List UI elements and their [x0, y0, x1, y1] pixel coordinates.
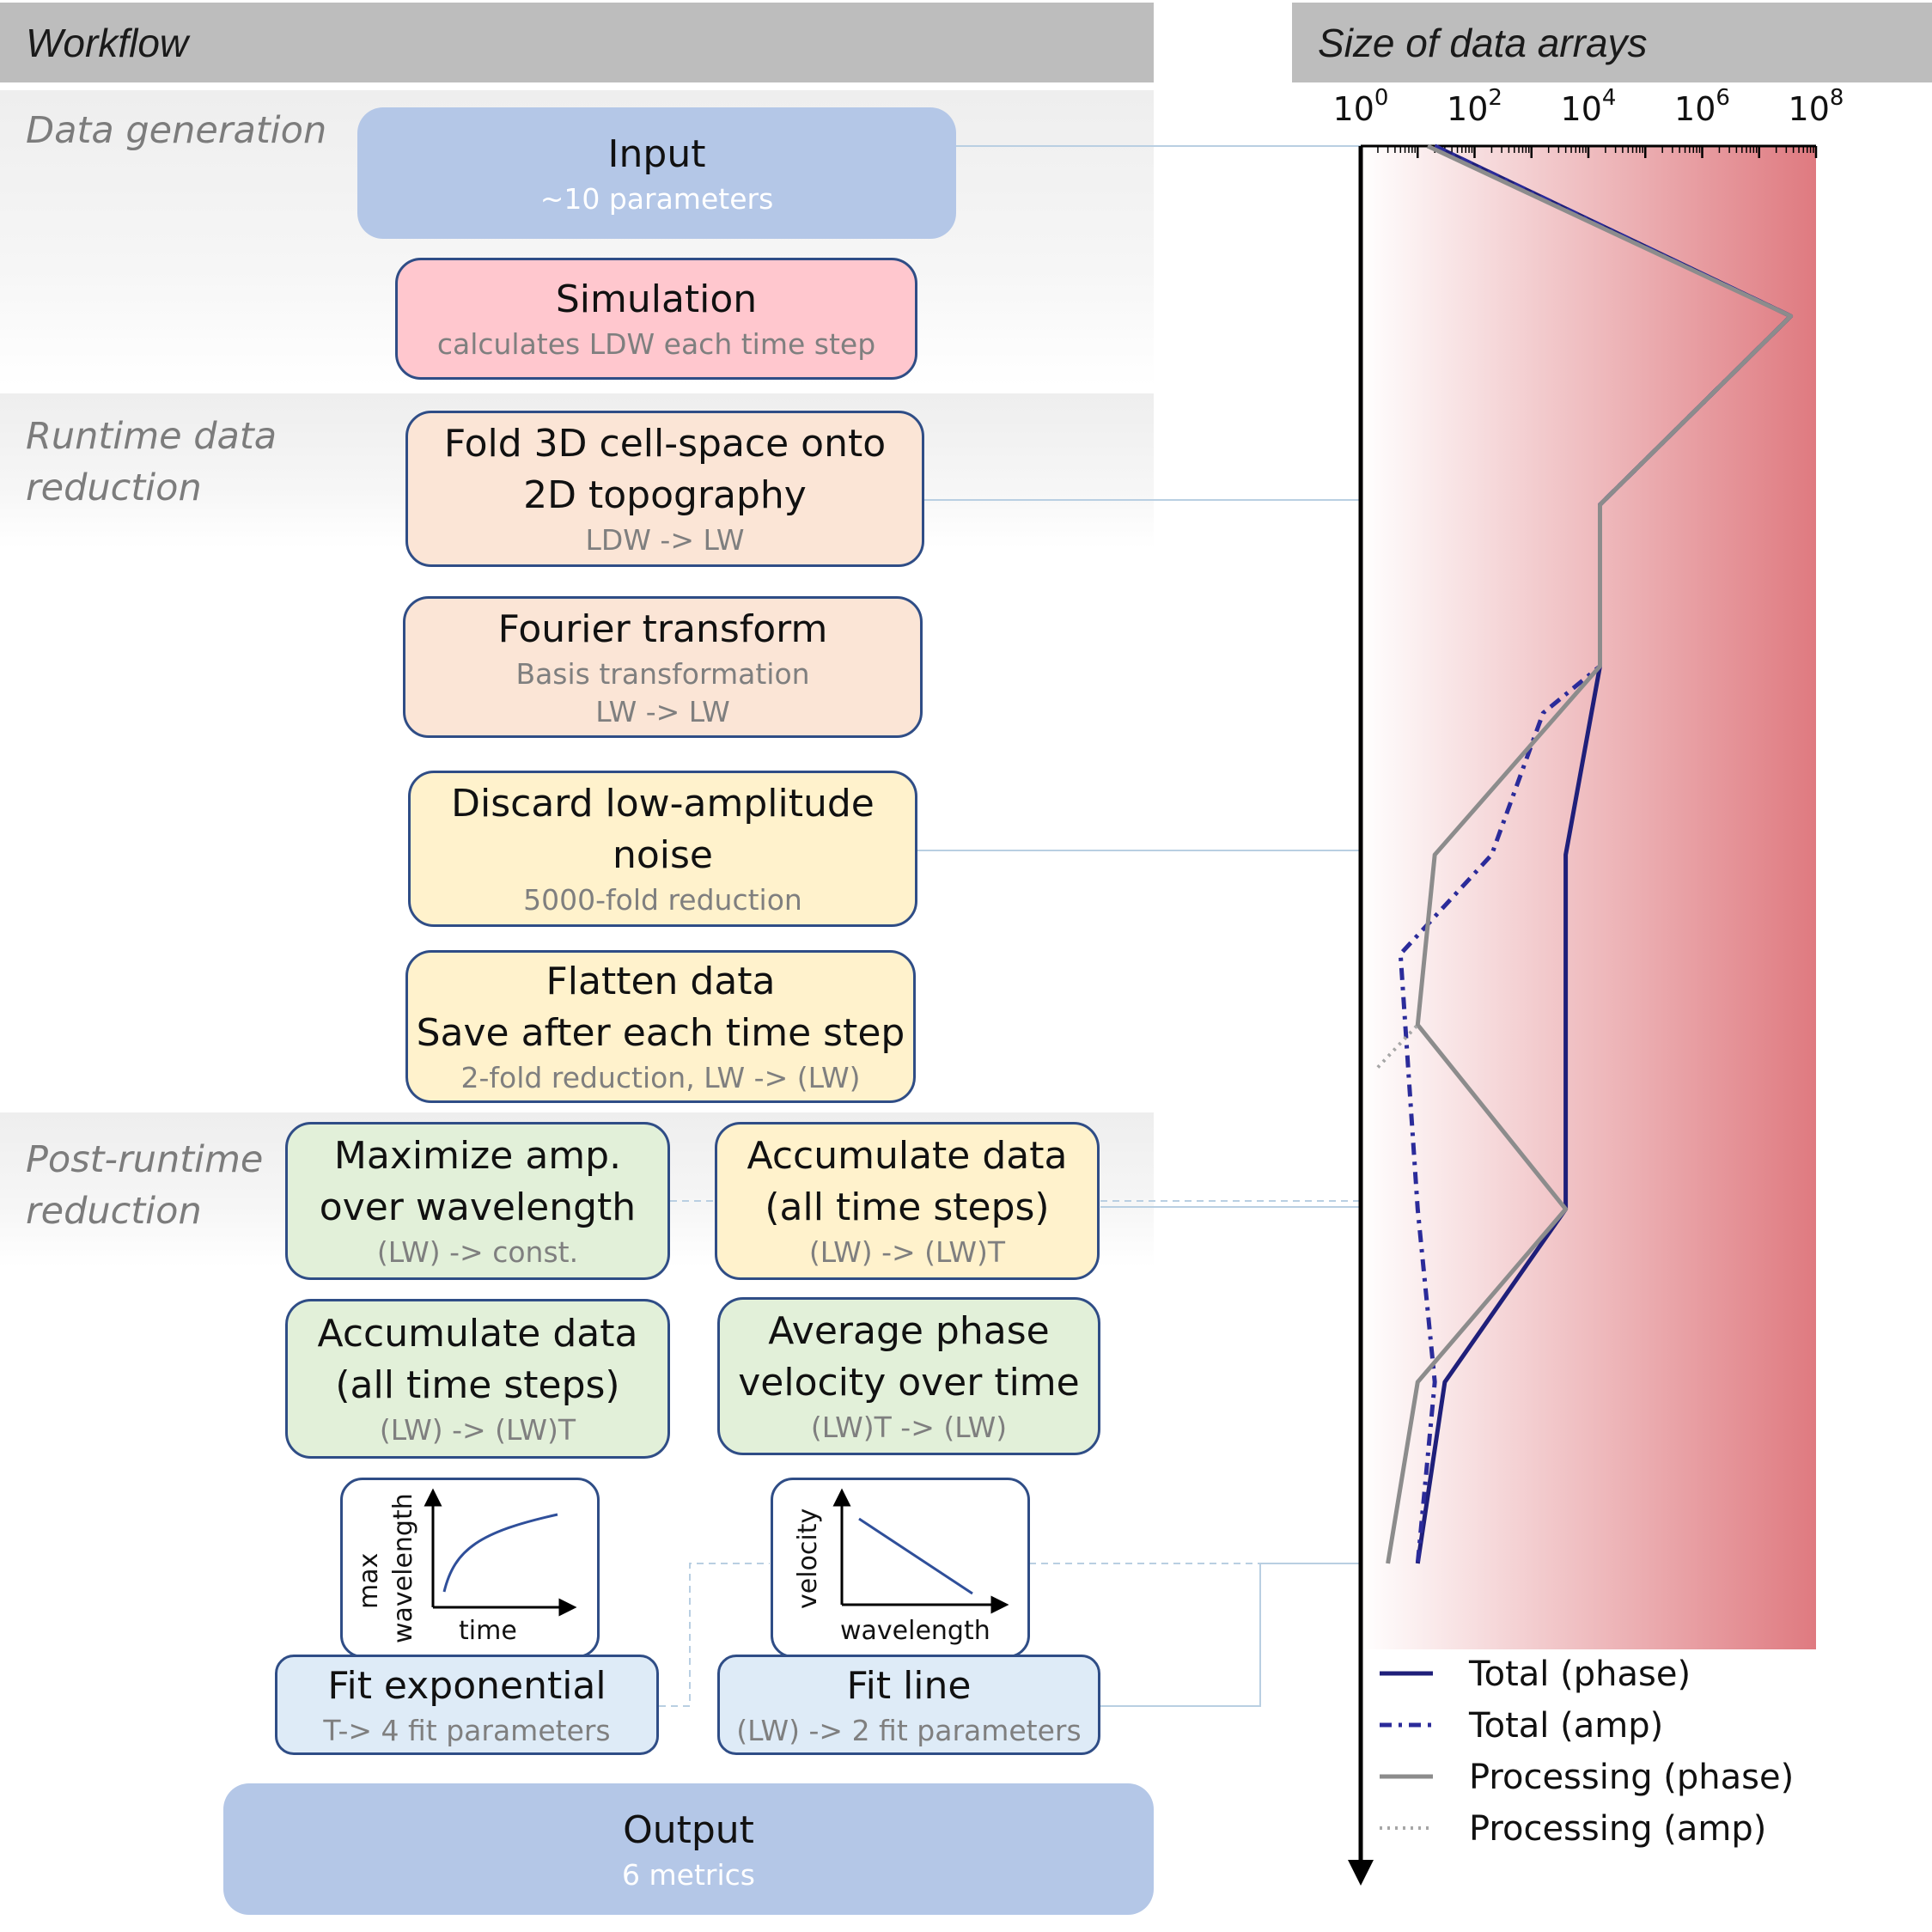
- discard-sub: 5000-fold reduction: [523, 883, 802, 917]
- series-line-3: [1376, 1023, 1419, 1069]
- chart-legend: Total (phase) Total (amp) Processing (phas…: [1380, 1655, 1794, 1849]
- legend-label-2: Processing (phase): [1469, 1758, 1794, 1797]
- input-title: Input: [607, 131, 706, 176]
- maximize-box: Maximize amp. over wavelength (LW) -> co…: [285, 1122, 670, 1280]
- input-sub: ~10 parameters: [539, 181, 774, 216]
- mini-left-xlabel: time: [459, 1616, 517, 1646]
- mini-plot-exponential: max wavelength time: [340, 1478, 600, 1658]
- accumulate-left-title: Accumulate data (all time steps): [317, 1312, 638, 1407]
- accumulate-right-sub: (LW) -> (LW)T: [808, 1235, 1006, 1269]
- x-tick-label: 102: [1447, 85, 1502, 128]
- fourier-sub: Basis transformation LW -> LW: [515, 656, 810, 728]
- stage-label-runtime: Runtime data reduction: [26, 415, 277, 509]
- mini-left-ylabel-2: wavelength: [388, 1493, 418, 1643]
- simulation-title: Simulation: [555, 277, 758, 321]
- stage-label-post-runtime: Post-runtime reduction: [26, 1138, 264, 1233]
- mini-curve-exponential: [442, 1513, 558, 1593]
- chart-gradient-background: [1361, 146, 1816, 1649]
- x-tick-label: 108: [1789, 85, 1844, 128]
- output-title: Output: [623, 1807, 754, 1852]
- flatten-box: Flatten data Save after each time step 2…: [405, 950, 916, 1103]
- x-tick-label: 104: [1561, 85, 1617, 128]
- mini-right-ylabel: velocity: [793, 1508, 823, 1609]
- output-sub: 6 metrics: [622, 1857, 755, 1892]
- legend-label-3: Processing (amp): [1469, 1809, 1766, 1849]
- accumulate-left-sub: (LW) -> (LW)T: [379, 1413, 576, 1447]
- fit-exponential-title: Fit exponential: [327, 1663, 606, 1708]
- simulation-box: Simulation calculates LDW each time step: [395, 258, 917, 380]
- flatten-title: Flatten data Save after each time step: [416, 960, 905, 1055]
- workflow-header: Workflow: [0, 3, 1154, 82]
- workflow-header-title: Workflow: [26, 20, 189, 65]
- average-sub: (LW)T -> (LW): [810, 1411, 1008, 1444]
- fit-exponential-sub: T-> 4 fit parameters: [323, 1713, 611, 1747]
- average-title: Average phase velocity over time: [738, 1309, 1080, 1405]
- fit-line-title: Fit line: [846, 1663, 972, 1708]
- chart-x-tick-labels: 100 102 104 106 108: [1333, 85, 1844, 128]
- sizes-header: Size of data arrays: [1292, 3, 1932, 82]
- maximize-sub: (LW) -> const.: [376, 1235, 579, 1269]
- accumulate-left-box: Accumulate data (all time steps) (LW) ->…: [285, 1299, 670, 1459]
- simulation-sub: calculates LDW each time step: [436, 327, 876, 361]
- average-box: Average phase velocity over time (LW)T -…: [717, 1297, 1100, 1455]
- legend-label-1: Total (amp): [1468, 1706, 1663, 1746]
- mini-plot-line-svg: velocity wavelength: [793, 1488, 1009, 1646]
- sizes-header-title: Size of data arrays: [1318, 20, 1648, 65]
- output-box: Output 6 metrics: [223, 1783, 1154, 1915]
- mini-plot-line: velocity wavelength: [771, 1478, 1030, 1658]
- mini-plot-exponential-svg: max wavelength time: [354, 1488, 577, 1646]
- chart-series: [1376, 143, 1794, 1564]
- mini-line-velocity: [858, 1517, 973, 1595]
- fold-box: Fold 3D cell-space onto 2D topography LD…: [405, 411, 924, 567]
- fit-line-box: Fit line (LW) -> 2 fit parameters: [717, 1655, 1100, 1755]
- legend-label-0: Total (phase): [1468, 1655, 1691, 1694]
- mini-right-xlabel: wavelength: [840, 1616, 990, 1646]
- mini-left-ylabel-1: max: [354, 1553, 384, 1609]
- x-tick-label: 100: [1333, 85, 1389, 128]
- fit-exponential-box: Fit exponential T-> 4 fit parameters: [275, 1655, 659, 1755]
- input-box: Input ~10 parameters: [357, 107, 956, 239]
- flatten-sub: 2-fold reduction, LW -> (LW): [460, 1061, 861, 1094]
- series-line-2: [1386, 143, 1794, 1564]
- fold-title: Fold 3D cell-space onto 2D topography: [443, 422, 887, 517]
- maximize-title: Maximize amp. over wavelength: [319, 1134, 637, 1229]
- fit-line-sub: (LW) -> 2 fit parameters: [736, 1713, 1082, 1747]
- accumulate-right-box: Accumulate data (all time steps) (LW) ->…: [715, 1122, 1100, 1280]
- discard-title: Discard low-amplitude noise: [451, 782, 875, 877]
- fourier-box: Fourier transform Basis transformation L…: [403, 596, 923, 738]
- stage-label-data-generation: Data generation: [26, 109, 327, 152]
- x-tick-label: 106: [1674, 85, 1730, 128]
- fold-sub: LDW -> LW: [585, 523, 745, 557]
- accumulate-right-title: Accumulate data (all time steps): [747, 1134, 1068, 1229]
- discard-box: Discard low-amplitude noise 5000-fold re…: [408, 771, 917, 927]
- fourier-title: Fourier transform: [497, 606, 828, 651]
